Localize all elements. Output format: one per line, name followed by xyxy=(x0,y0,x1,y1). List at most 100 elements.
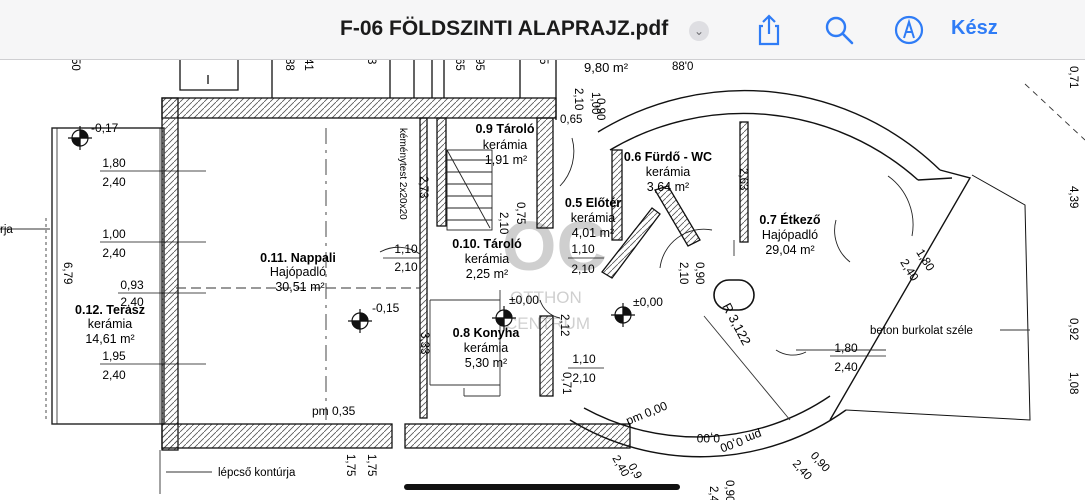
plan-label: pm 0,00 xyxy=(624,398,670,427)
plan-label: 2,40 xyxy=(120,295,144,309)
plan-label: 2,10 xyxy=(572,88,584,110)
done-button[interactable]: Kész xyxy=(951,17,998,39)
plan-label: 0.5 Előtér xyxy=(565,196,621,210)
watermark-line1: OTTHON xyxy=(510,288,582,307)
plan-label: 2,73 xyxy=(417,176,429,198)
plan-label: 2,10 xyxy=(677,262,689,284)
plan-label: kerámia xyxy=(464,341,509,355)
doors xyxy=(379,137,914,356)
plan-label: 0.11. Nappali xyxy=(260,251,336,265)
plan-label: 1,95 xyxy=(102,349,126,363)
plan-label: 3,33 xyxy=(418,332,430,354)
pdf-toolbar: F-06 FÖLDSZINTI ALAPRAJZ.pdf ⌄ Kész xyxy=(0,0,1085,60)
plan-label: 30,51 m² xyxy=(275,280,324,294)
plan-label: 0.9 Tároló xyxy=(475,122,534,136)
plan-label: 0,00 xyxy=(696,431,720,445)
plan-label: 3,64 m² xyxy=(647,180,689,194)
plan-label: ±0,00 xyxy=(509,293,539,307)
plan-label: 2,25 m² xyxy=(466,267,508,281)
plan-label: kerámia xyxy=(483,138,528,152)
markup-icon[interactable] xyxy=(892,13,926,47)
plan-label: rja xyxy=(0,224,13,236)
plan-label: 88'0 xyxy=(672,61,693,73)
room-terasz: 0.12. Terasz kerámia 14,61 m² xyxy=(75,303,145,346)
plan-label: 0,71 xyxy=(560,372,572,394)
plan-label: ±0,00 xyxy=(633,295,663,309)
plan-label: 3 xyxy=(365,60,377,64)
plan-label: 2,10 xyxy=(572,371,596,385)
plan-label: 2,40 xyxy=(102,175,126,189)
plan-label: 0,90 xyxy=(594,98,606,120)
plan-label: 1,75 xyxy=(344,454,356,476)
room-tarolo-10: 0.10. Tároló kerámia 2,25 m² xyxy=(452,237,522,281)
search-icon[interactable] xyxy=(822,13,856,47)
plan-label: kéménytest 2x20x20 xyxy=(397,128,408,220)
plan-label: 2,10 xyxy=(497,212,509,234)
plan-label: 1,10 xyxy=(572,352,596,366)
plan-label: kerámia xyxy=(88,317,133,331)
plan-label: 6,79 xyxy=(61,262,73,284)
plan-label: 95 xyxy=(473,60,485,71)
share-icon[interactable] xyxy=(752,13,786,47)
floor-plan: OC OTTHON CENTRUM xyxy=(0,60,1085,500)
plan-label: 5 xyxy=(537,60,549,64)
room-konyha: 0.8 Konyha kerámia 5,30 m² xyxy=(453,326,521,370)
plan-label: 29,04 m² xyxy=(765,243,814,257)
top-wall-stubs xyxy=(179,60,557,120)
document-title[interactable]: F-06 FÖLDSZINTI ALAPRAJZ.pdf xyxy=(340,17,669,40)
oval-fixture xyxy=(713,279,755,311)
plan-label: 2,40 xyxy=(790,458,814,483)
plan-label: 2,63 xyxy=(737,168,749,190)
dimension-labels: 6,79 2,73 3,33 2,12 0,75 2,10 2,63 0,90 … xyxy=(61,60,1079,500)
plan-label: pm 0,35 xyxy=(312,404,356,418)
plan-label: 2,10 xyxy=(394,260,418,274)
plan-label: 1,10 xyxy=(394,242,418,256)
plan-label: 41 xyxy=(302,60,314,71)
plan-label: 2,10 xyxy=(571,262,595,276)
plan-label: 1,00 xyxy=(102,227,126,241)
plan-label: 0,90 xyxy=(723,480,735,500)
plan-label: 0.6 Fürdő - WC xyxy=(624,150,712,164)
plan-label: 1,75 xyxy=(365,454,377,476)
dining-arc xyxy=(569,89,1031,458)
plan-label: 0,93 xyxy=(120,278,144,292)
plan-label: 1,80 xyxy=(834,341,858,355)
chevron-down-icon[interactable]: ⌄ xyxy=(689,21,709,41)
plan-label: 2,12 xyxy=(558,314,570,336)
plan-label: -0,17 xyxy=(91,121,119,135)
plan-label: 0,90 xyxy=(693,262,705,284)
plan-label: 0,92 xyxy=(1067,318,1079,340)
inner-walls xyxy=(601,121,749,279)
scroll-indicator[interactable] xyxy=(404,484,680,490)
plan-label: 65 xyxy=(453,60,465,71)
plan-label: 0,71 xyxy=(1067,66,1079,88)
watermark: OC OTTHON CENTRUM xyxy=(502,207,607,333)
plan-label: 2,40 xyxy=(102,368,126,382)
plan-label: 0.7 Étkező xyxy=(759,212,821,227)
plan-label: lépcső kontúrja xyxy=(218,467,296,479)
opening-ticks xyxy=(100,170,886,369)
plan-label: 2,40 xyxy=(834,360,858,374)
plan-label: 4,39 xyxy=(1067,186,1079,208)
plan-label: 0,75 xyxy=(514,202,526,224)
plan-label: 2,40 xyxy=(102,246,126,260)
plan-label: 1,80 xyxy=(102,156,126,170)
room-tarolo-9: 0.9 Tároló kerámia 1,91 m² xyxy=(475,122,534,167)
plan-label: 50 xyxy=(69,60,81,71)
plan-label: 1,91 m² xyxy=(485,153,527,167)
plan-label: kerámia xyxy=(646,165,691,179)
plan-label: Hajópadló xyxy=(270,265,326,279)
plan-label: 0,65 xyxy=(560,114,582,126)
plan-label: 0.10. Tároló xyxy=(452,237,522,251)
stairs xyxy=(446,149,493,231)
plan-label: 5,30 m² xyxy=(465,356,507,370)
plan-label: 1,08 xyxy=(1067,372,1079,394)
plan-label: kerámia xyxy=(571,211,616,225)
walls xyxy=(161,97,631,451)
plan-label: 0.12. Terasz xyxy=(75,303,145,317)
plan-label: 14,61 m² xyxy=(85,332,134,346)
plan-label: 9,80 m² xyxy=(584,60,629,75)
plan-label: 4,01 m² xyxy=(572,226,614,240)
room-labels: 0.11. Nappali Hajópadló 30,51 m² 0.12. T… xyxy=(75,122,821,370)
level-markers xyxy=(68,126,635,333)
